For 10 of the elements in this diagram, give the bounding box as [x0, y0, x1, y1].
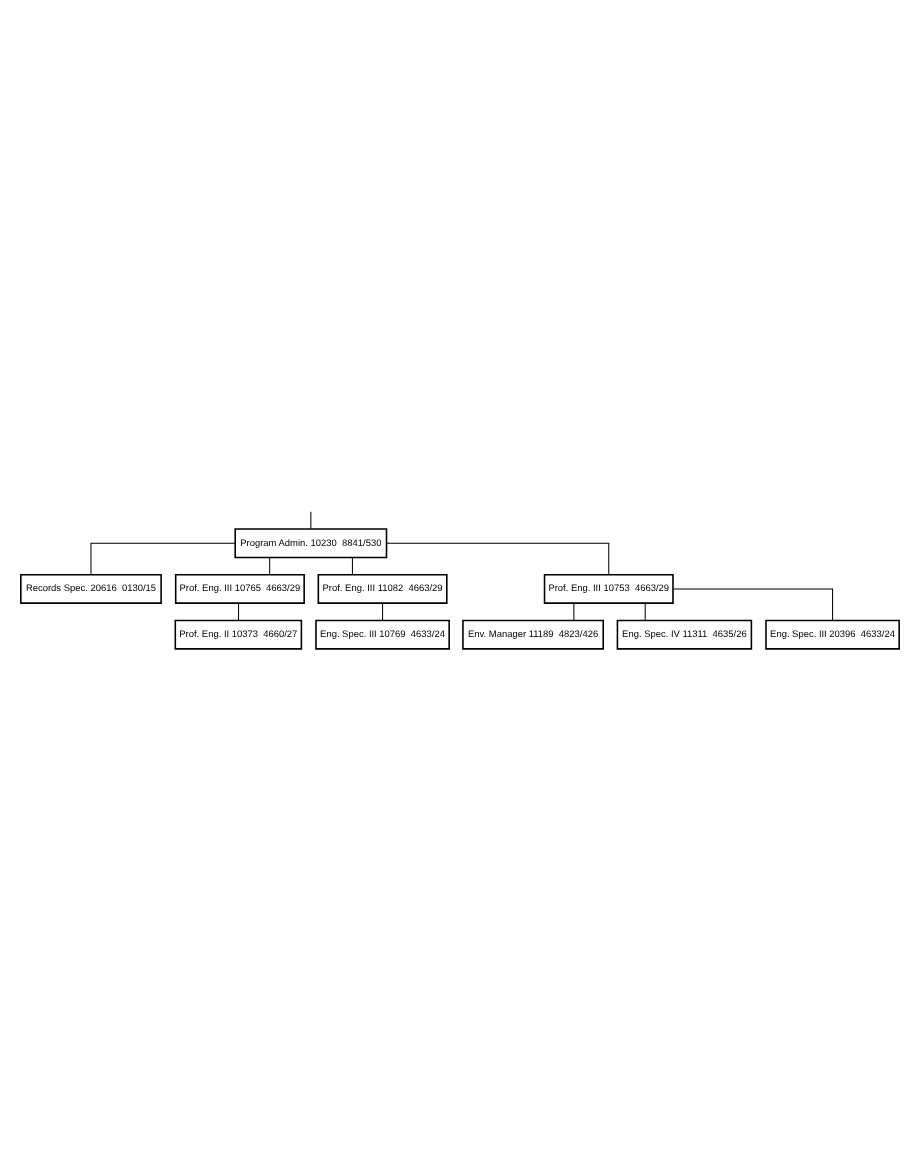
connector — [386, 541, 610, 575]
connector — [672, 587, 834, 620]
connector — [269, 555, 271, 575]
connector — [382, 601, 384, 620]
connector — [644, 601, 646, 620]
connector — [238, 601, 240, 620]
connector — [90, 541, 236, 575]
connector — [310, 510, 312, 529]
connector — [351, 555, 353, 575]
connector — [573, 601, 575, 620]
